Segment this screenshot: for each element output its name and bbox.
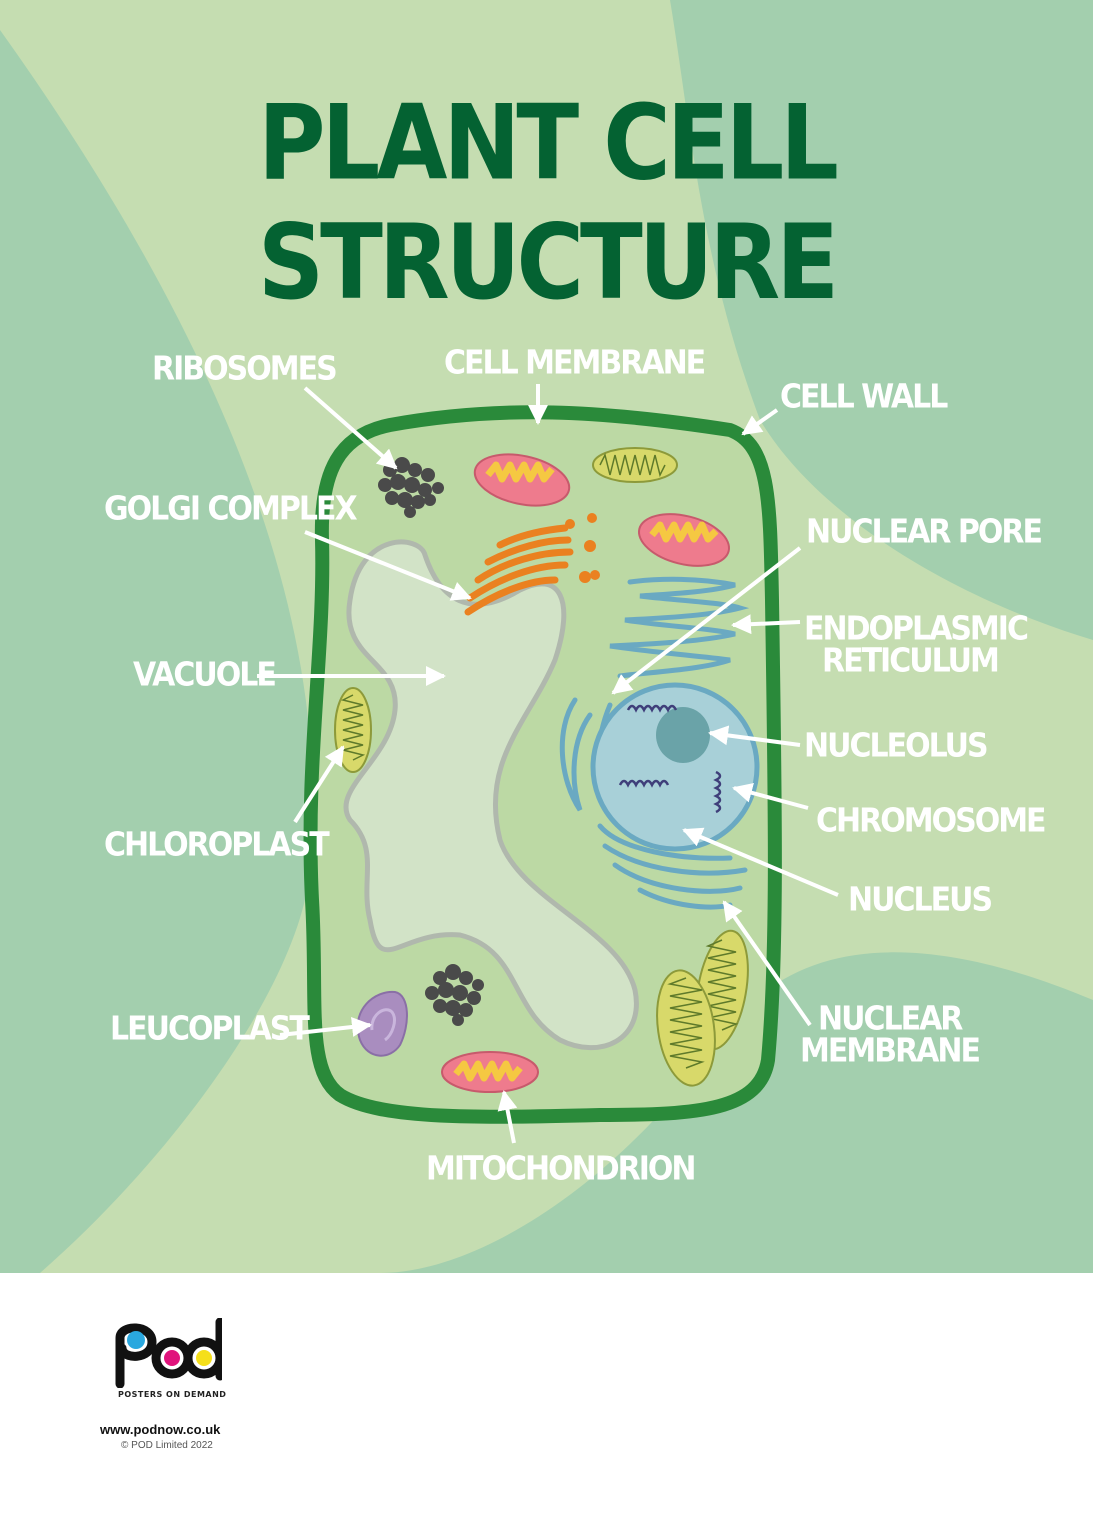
label-vacuole: VACUOLE xyxy=(133,655,277,695)
poster: PLANT CELL STRUCTURE RIBOSOMES CELL MEMB… xyxy=(0,0,1093,1273)
golgi-vesicles xyxy=(565,513,600,583)
label-nucleus: NUCLEUS xyxy=(848,880,993,920)
chloroplast-top xyxy=(592,447,678,483)
label-arrows xyxy=(257,384,839,1144)
label-mitochondrion: MITOCHONDRION xyxy=(426,1149,696,1189)
chloroplast-bottom-right-2 xyxy=(656,969,716,1087)
label-nucleolus: NUCLEOLUS xyxy=(804,726,989,766)
label-cell-wall: CELL WALL xyxy=(780,377,948,417)
label-chloroplast: CHLOROPLAST xyxy=(104,825,330,865)
label-cell-membrane: CELL MEMBRANE xyxy=(444,343,706,383)
golgi-complex xyxy=(464,524,574,616)
footer xyxy=(0,1273,1093,1536)
label-golgi-complex: GOLGI COMPLEX xyxy=(104,489,358,529)
mitochondrion-2 xyxy=(637,513,731,567)
chloroplast-left xyxy=(334,687,372,773)
label-leucoplast: LEUCOPLAST xyxy=(110,1009,310,1049)
copyright: © POD Limited 2022 xyxy=(121,1440,213,1451)
ribosome-cluster-bottom xyxy=(425,964,484,1026)
mitochondrion-3 xyxy=(441,1051,539,1093)
leucoplast xyxy=(356,990,408,1057)
label-er-line1: ENDOPLASMIC xyxy=(804,609,1029,649)
pod-logo-mark xyxy=(115,1318,222,1388)
label-ribosomes: RIBOSOMES xyxy=(152,349,338,389)
page-title: PLANT CELL STRUCTURE xyxy=(257,83,839,323)
label-nm-line1: NUCLEAR xyxy=(818,999,963,1039)
label-nuclear-pore: NUCLEAR PORE xyxy=(806,512,1043,552)
label-chromosome: CHROMOSOME xyxy=(816,801,1047,841)
mitochondrion-1 xyxy=(473,453,571,507)
logo-text: POSTERS ON DEMAND xyxy=(118,1390,227,1399)
website-link[interactable]: www.podnow.co.uk xyxy=(100,1422,221,1437)
vacuole xyxy=(343,539,639,1051)
label-nm-line2: MEMBRANE xyxy=(800,1031,981,1071)
label-er-line2: RETICULUM xyxy=(822,641,1000,681)
nucleus xyxy=(590,682,760,852)
cell-diagram xyxy=(0,0,1093,1273)
ribosome-cluster-top xyxy=(378,457,444,518)
